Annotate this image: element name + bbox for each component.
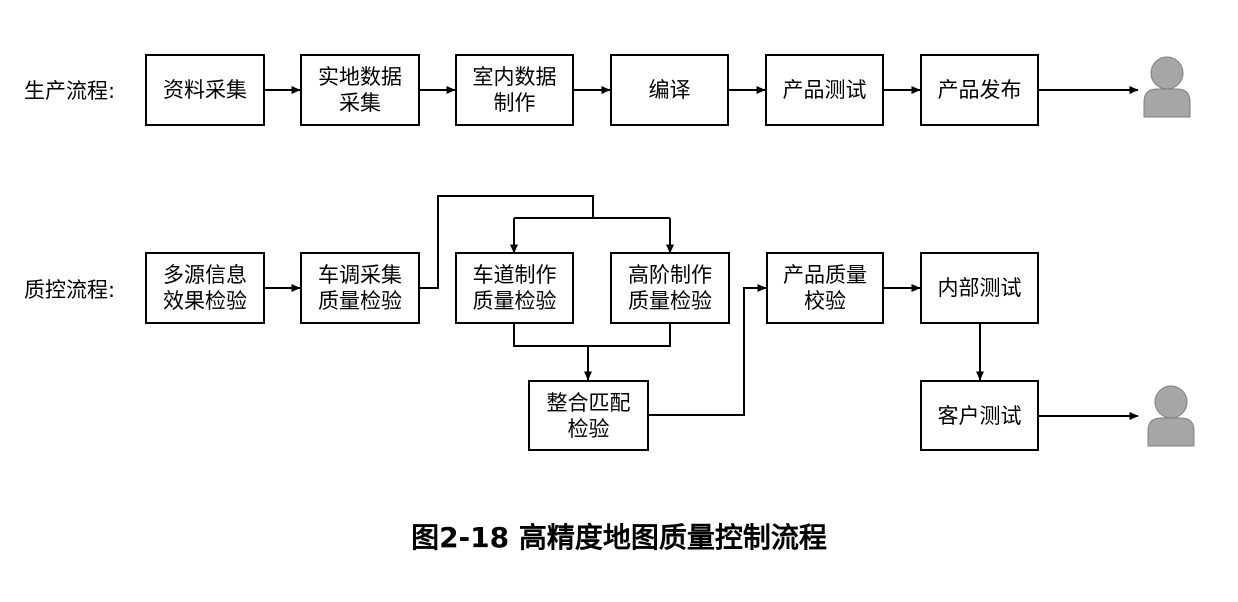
step-indoor-data-production: 室内数据 制作	[455, 54, 574, 126]
step-data-collection: 资料采集	[145, 54, 265, 126]
figure-caption: 图2-18 高精度地图质量控制流程	[411, 521, 827, 554]
step-vehicle-collection-check: 车调采集 质量检验	[300, 252, 420, 324]
step-multi-source-check: 多源信息 效果检验	[145, 252, 265, 324]
step-customer-test: 客户测试	[920, 380, 1039, 451]
step-product-test: 产品测试	[765, 54, 884, 126]
user-icon	[1143, 56, 1191, 118]
step-lane-production-check: 车道制作 质量检验	[455, 252, 574, 324]
user-icon	[1147, 385, 1195, 447]
production-flow-label: 生产流程:	[24, 79, 116, 103]
step-product-quality-check: 产品质量 校验	[766, 252, 884, 324]
step-integration-matching-check: 整合匹配 检验	[528, 380, 649, 451]
quality-flow-label: 质控流程:	[24, 278, 116, 302]
step-internal-test: 内部测试	[920, 252, 1039, 324]
step-field-data-collection: 实地数据 采集	[300, 54, 420, 126]
step-product-release: 产品发布	[920, 54, 1039, 126]
connector-lane-down	[513, 324, 671, 347]
step-compile: 编译	[610, 54, 729, 126]
step-high-level-production-check: 高阶制作 质量检验	[610, 252, 730, 324]
